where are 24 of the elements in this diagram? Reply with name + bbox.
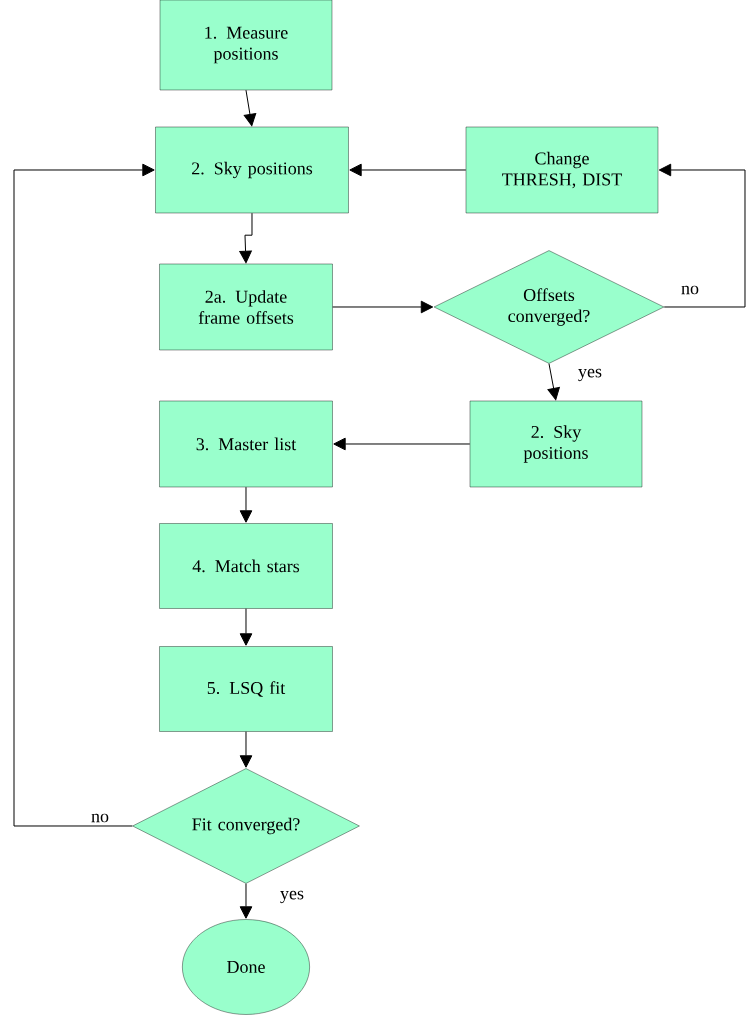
arrow	[239, 883, 253, 919]
arrow	[349, 163, 467, 177]
process-box: 2. Sky positions	[155, 126, 349, 214]
arrow	[239, 731, 253, 768]
process-box: 4. Match stars	[159, 523, 333, 609]
arrow	[239, 608, 253, 646]
process-box: 2a. Update frame offsets	[159, 263, 333, 351]
arrow	[13, 163, 155, 827]
arrow	[658, 163, 746, 308]
process-box: Change THRESH, DIST	[465, 126, 659, 214]
process-box: 3. Master list	[159, 400, 333, 488]
process-box: 2. Sky positions	[469, 400, 643, 488]
arrow	[239, 486, 253, 523]
arrow	[332, 300, 434, 314]
arrow	[239, 212, 253, 264]
arrow	[243, 89, 257, 127]
edge-label: no	[680, 284, 700, 296]
edge-label: no	[90, 812, 110, 824]
arrow	[333, 437, 471, 451]
process-box: 5. LSQ fit	[159, 646, 333, 732]
edge-label: yes	[577, 367, 603, 383]
process-box: 1. Measure positions	[159, 0, 333, 91]
edge-label: yes	[279, 889, 305, 905]
arrow	[547, 363, 560, 401]
